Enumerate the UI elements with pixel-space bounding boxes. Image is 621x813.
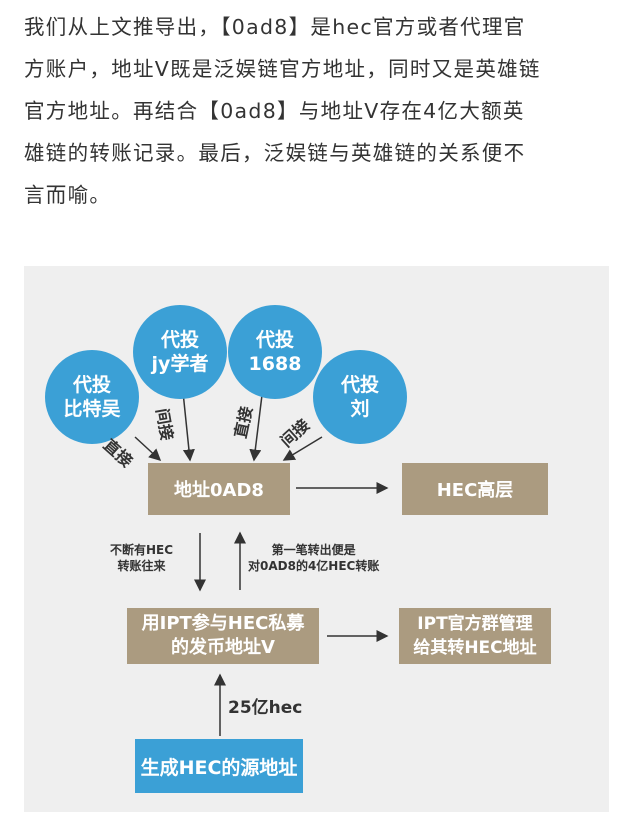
box-address-0ad8: 地址0AD8 (148, 463, 290, 515)
paragraph-line: 官方地址。再结合【0ad8】与地址V存在4亿大额英 (24, 99, 525, 123)
note-line: 不断有HEC (110, 543, 174, 557)
paragraph-line: 方账户，地址V既是泛娱链官方地址，同时又是英雄链 (24, 57, 541, 81)
circle-jy-scholar: 代投 jy学者 (133, 305, 227, 399)
box-label: 地址0AD8 (174, 480, 264, 501)
circle-label: jy学者 (151, 353, 209, 375)
box-hec-source: 生成HEC的源地址 (135, 739, 303, 793)
note-line: 对0AD8的4亿HEC转账 (248, 559, 380, 573)
arrow-direct-2 (249, 394, 263, 462)
circle-label: 1688 (248, 353, 302, 375)
note-continuous: 不断有HEC 转账往来 (110, 542, 173, 574)
note-line: 第一笔转出便是 (271, 543, 356, 557)
box-label: 给其转HEC地址 (413, 638, 537, 658)
note-first-transfer: 第一笔转出便是 对0AD8的4亿HEC转账 (248, 542, 379, 574)
paragraph-line: 雄链的转账记录。最后，泛娱链与英雄链的关系便不 (24, 141, 526, 165)
circle-1688: 代投 1688 (228, 305, 322, 399)
box-label: IPT官方群管理 (417, 614, 533, 634)
circle-bitewu: 代投 比特吴 (45, 350, 139, 444)
arrow-indirect-1 (182, 391, 195, 462)
circle-liu: 代投 刘 (313, 350, 407, 444)
box-label: HEC高层 (436, 480, 514, 501)
circle-label: 代投 (72, 374, 111, 396)
note-line: 转账往来 (117, 559, 166, 573)
circle-label: 比特吴 (63, 398, 121, 420)
box-label: 生成HEC的源地址 (140, 756, 298, 779)
intro-paragraph: 我们从上文推导出，【0ad8】是hec官方或者代理官 方账户，地址V既是泛娱链官… (24, 6, 604, 216)
arrow-indirect-2 (282, 436, 323, 461)
box-ipt-address-v: 用IPT参与HEC私募 的发币地址V (127, 608, 319, 664)
box-label: 用IPT参与HEC私募 (141, 613, 305, 634)
arrow-direct-1 (134, 436, 162, 462)
circle-label: 代投 (255, 329, 294, 351)
paragraph-line: 我们从上文推导出，【0ad8】是hec官方或者代理官 (24, 15, 526, 39)
circle-label: 代投 (340, 374, 379, 396)
paragraph-line: 言而喻。 (24, 183, 112, 207)
circle-label: 刘 (350, 398, 370, 420)
note-amount: 25亿hec (228, 698, 303, 718)
box-ipt-official: IPT官方群管理 给其转HEC地址 (399, 608, 551, 664)
box-label: 的发币地址V (171, 637, 275, 658)
circle-label: 代投 (160, 329, 199, 351)
box-hec-top: HEC高层 (402, 463, 548, 515)
